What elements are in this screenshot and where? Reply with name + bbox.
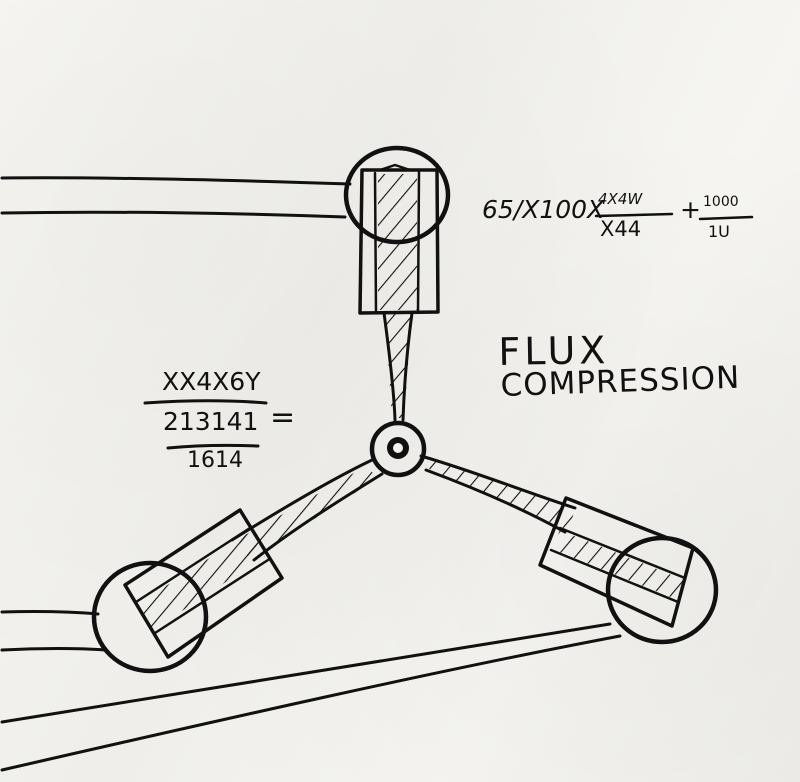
fraction-bars	[143, 212, 754, 450]
formula-left-middle: 213141	[163, 407, 259, 436]
formula-top-lead: 65/X100X	[482, 195, 605, 224]
formula-left-equals: =	[270, 400, 296, 435]
formula-top-fraction-numerator: 4X4W	[598, 190, 643, 208]
top-electrode	[343, 145, 451, 315]
center-hub	[369, 420, 427, 478]
formula-top-fraction-denominator: X44	[600, 217, 642, 241]
formula-top-fraction2-denominator: 1U	[708, 222, 730, 241]
top-rod	[382, 311, 414, 422]
formula-top-fraction2-numerator: 1000	[703, 194, 739, 210]
right-electrode	[538, 496, 719, 645]
formula-left-numerator: XX4X6Y	[162, 367, 261, 396]
left-electrode	[91, 508, 284, 674]
formula-left-denominator: 1614	[187, 448, 243, 473]
bottom-wires	[0, 610, 622, 772]
formula-top-plus: +	[680, 195, 701, 224]
right-rod	[419, 454, 577, 534]
top-left-wires	[0, 176, 352, 219]
